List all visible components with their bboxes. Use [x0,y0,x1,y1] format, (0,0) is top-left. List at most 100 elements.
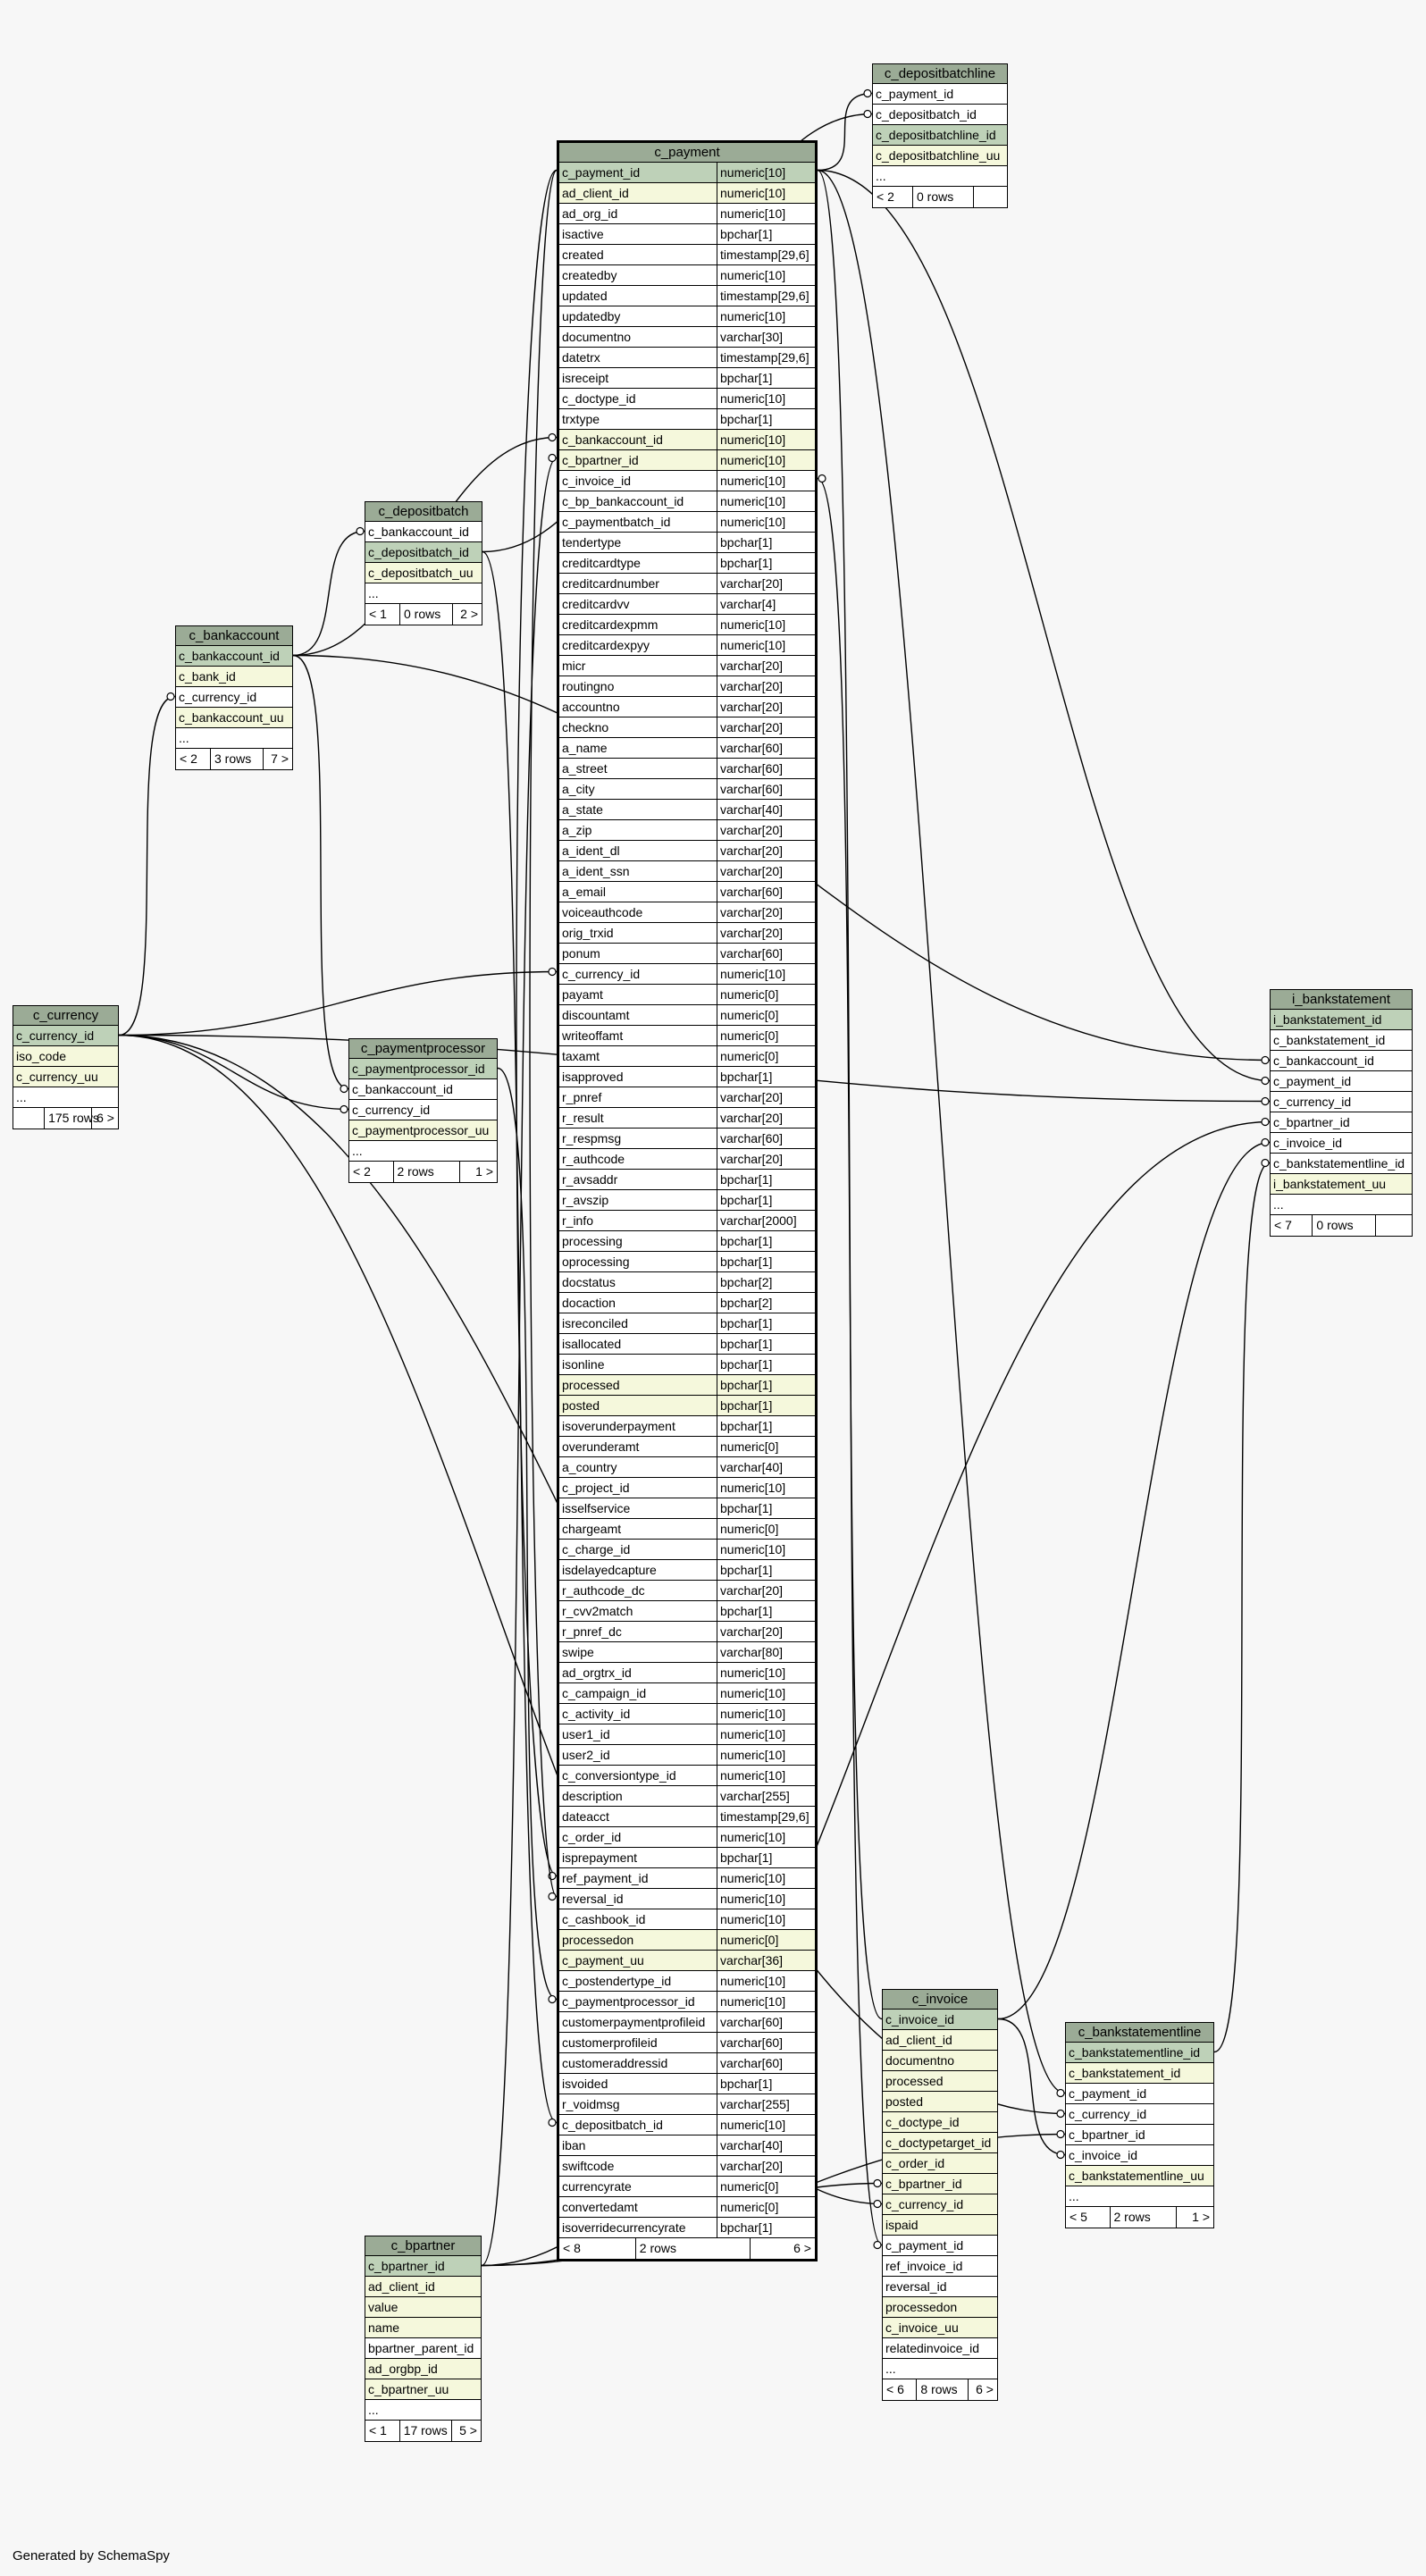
column-row[interactable]: c_bankaccount_uu [176,708,292,728]
column-row[interactable]: c_doctypetarget_id [883,2133,997,2153]
column-row[interactable]: c_bpartner_id [1271,1112,1412,1133]
column-row[interactable]: c_bpartner_uu [365,2379,481,2400]
column-row[interactable]: c_doctype_id [883,2112,997,2133]
column-row[interactable]: c_depositbatch_uu [365,563,482,583]
column-row[interactable]: c_bankaccount_id [349,1079,497,1100]
table-header[interactable]: i_bankstatement [1271,990,1412,1010]
column-row[interactable]: c_currency_id [883,2194,997,2215]
column-row[interactable]: processed [883,2071,997,2092]
column-row[interactable]: bpartner_parent_id [365,2338,481,2359]
column-row[interactable]: name [365,2318,481,2338]
table-header[interactable]: c_invoice [883,1990,997,2010]
column-row[interactable]: ad_client_id [365,2277,481,2297]
column-row[interactable]: ad_client_id [883,2030,997,2051]
table-header[interactable]: c_bankstatementline [1066,2023,1213,2043]
table-header[interactable]: c_paymentprocessor [349,1039,497,1059]
column-row[interactable]: c_payment_id [873,84,1007,105]
column-row[interactable]: c_paymentprocessor_id [349,1059,497,1079]
column-row[interactable]: ... [1271,1195,1412,1215]
column-row[interactable]: c_currency_id [13,1026,118,1046]
column-row[interactable]: ispaid [883,2215,997,2236]
column-row[interactable]: c_bankstatement_id [1066,2063,1213,2084]
table-header[interactable]: c_bankaccount [176,626,292,646]
column-row[interactable]: c_invoice_id [1271,1133,1412,1154]
column-row[interactable]: c_bpartner_id [1066,2125,1213,2145]
column-row[interactable]: reversal_id [883,2277,997,2297]
column-row[interactable]: c_invoice_id [1066,2145,1213,2166]
column-row[interactable]: iso_code [13,1046,118,1067]
column-row[interactable]: c_depositbatch_id [365,542,482,563]
column-row[interactable]: posted [883,2092,997,2112]
column-row[interactable]: c_bankstatementline_id [1066,2043,1213,2063]
column-row[interactable]: c_depositbatchline_uu [873,146,1007,166]
column-row[interactable]: c_payment_id [883,2236,997,2256]
column-row[interactable]: c_invoice_uu [883,2318,997,2338]
column-row[interactable]: c_bankstatement_id [1271,1030,1412,1051]
column-row[interactable]: processedon [883,2297,997,2318]
column-row[interactable]: c_currency_id [176,687,292,708]
column-row[interactable]: ... [176,728,292,749]
column-row[interactable]: c_currency_id [1271,1092,1412,1112]
